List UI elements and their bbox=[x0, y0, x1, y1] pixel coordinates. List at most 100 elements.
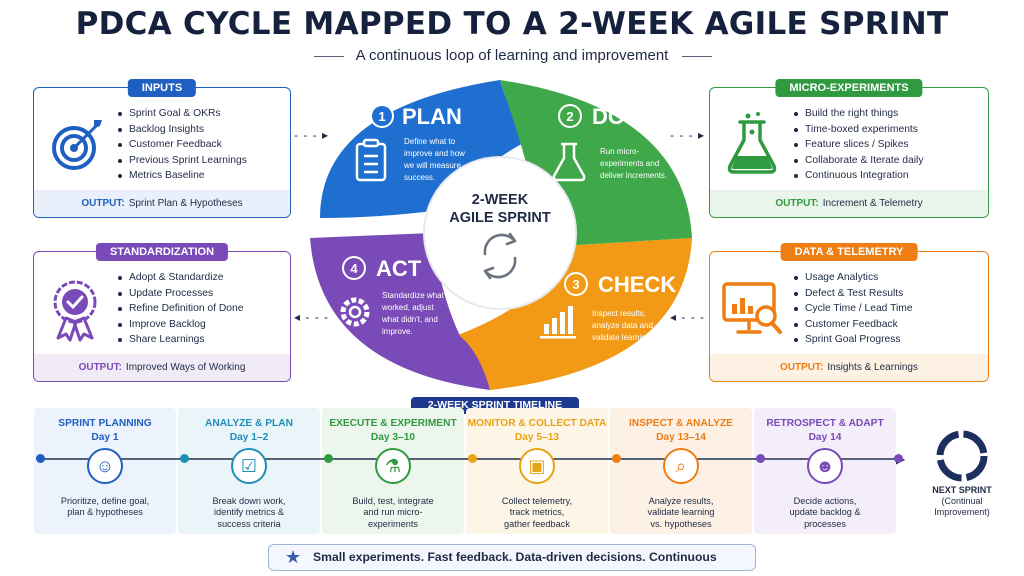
list-item: Previous Sprint Learnings bbox=[118, 153, 247, 169]
do-segment bbox=[500, 80, 692, 246]
plan-segment bbox=[320, 80, 530, 218]
list-item: Refine Definition of Done bbox=[118, 301, 243, 317]
check-desc-line: validate learning. bbox=[592, 333, 652, 342]
list-item: Customer Feedback bbox=[118, 137, 247, 153]
standardization-output: OUTPUT:Improved Ways of Working bbox=[34, 354, 290, 381]
list-item: Usage Analytics bbox=[794, 270, 913, 286]
arrow-do-to-micro: - - - ▸ bbox=[670, 128, 706, 142]
list-item: Continuous Integration bbox=[794, 168, 923, 184]
do-desc-line: experiments and bbox=[600, 159, 659, 168]
center-line1: 2-WEEK bbox=[472, 192, 529, 208]
stage-description-line: validate learning bbox=[647, 507, 715, 518]
stage-name: RETROSPECT & ADAPT bbox=[766, 418, 884, 429]
data-telemetry-card-header: DATA & TELEMETRY bbox=[780, 243, 918, 261]
stage-name: SPRINT PLANNING bbox=[58, 418, 152, 429]
next-sprint-cycle-icon bbox=[936, 430, 988, 482]
output-value: Increment & Telemetry bbox=[822, 198, 923, 209]
inputs-card: INPUTS Sprint Goal & OKRs Backlog Insigh… bbox=[33, 79, 291, 218]
stage-description-line: track metrics, bbox=[509, 507, 565, 518]
list-item: Defect & Test Results bbox=[794, 286, 913, 302]
data-telemetry-list: Usage Analytics Defect & Test Results Cy… bbox=[794, 270, 913, 348]
act-desc-line: worked, adjust bbox=[381, 303, 434, 312]
inputs-output: OUTPUT:Sprint Plan & Hypotheses bbox=[34, 190, 290, 217]
list-item: Update Processes bbox=[118, 286, 243, 302]
stage-name: INSPECT & ANALYZE bbox=[629, 418, 733, 429]
act-desc-line: improve. bbox=[382, 327, 413, 336]
output-value: Improved Ways of Working bbox=[125, 362, 246, 373]
center-line2: AGILE SPRINT bbox=[449, 210, 551, 226]
stage-description-line: Decide actions, bbox=[793, 496, 857, 506]
arrow-data-to-check: ◂ - - - bbox=[670, 310, 706, 324]
timeline-dot bbox=[324, 454, 333, 463]
monitor-chart-icon bbox=[722, 282, 782, 334]
list-item: Build the right things bbox=[794, 106, 923, 122]
monitor-chart-icon: ▣ bbox=[519, 448, 555, 484]
timeline-dot bbox=[180, 454, 189, 463]
timeline-dot bbox=[894, 454, 903, 463]
stage-description: Collect telemetry,track metrics,gather f… bbox=[470, 496, 604, 530]
stage-description-line: vs. hypotheses bbox=[650, 518, 712, 529]
stage-description-line: experiments bbox=[367, 518, 419, 529]
arrow-act-to-standardization: ◂ - - - bbox=[294, 310, 330, 324]
list-item: Improve Backlog bbox=[118, 317, 243, 333]
plan-title: PLAN bbox=[402, 104, 462, 129]
stage-name: EXECUTE & EXPERIMENT bbox=[329, 418, 457, 429]
list-item: Customer Feedback bbox=[794, 317, 913, 333]
star-icon: ★ bbox=[285, 547, 302, 567]
stage-name: ANALYZE & PLAN bbox=[205, 418, 293, 429]
stage-description-line: Break down work, bbox=[212, 496, 286, 506]
stage-description-line: Prioritize, define goal, bbox=[60, 496, 150, 506]
next-sprint-sub2: Improvement) bbox=[934, 507, 990, 517]
micro-experiments-card-header: MICRO-EXPERIMENTS bbox=[775, 79, 923, 97]
page-title: PDCA CYCLE MAPPED TO A 2-WEEK AGILE SPRI… bbox=[75, 6, 949, 42]
flask-icon bbox=[727, 112, 777, 174]
stage-description-line: Collect telemetry, bbox=[501, 496, 573, 506]
stage-description: Decide actions,update backlog &processes bbox=[758, 496, 892, 530]
do-number: 2 bbox=[566, 109, 573, 124]
pdca-cycle: 2-WEEK AGILE SPRINT 1 PLAN Define what t… bbox=[310, 80, 692, 390]
stage-day: Day 13–14 bbox=[656, 432, 706, 443]
timeline-dot bbox=[756, 454, 765, 463]
timeline-dot bbox=[468, 454, 477, 463]
check-title: CHECK bbox=[598, 272, 676, 297]
stage-description-line: Analyze results, bbox=[648, 496, 714, 506]
plan-desc-line: we will measure bbox=[403, 161, 461, 170]
stage-description: Break down work,identify metrics &succes… bbox=[182, 496, 316, 530]
stage-description-line: processes bbox=[804, 518, 846, 529]
checklist-icon: ☑ bbox=[231, 448, 267, 484]
list-item: Feature slices / Spikes bbox=[794, 137, 923, 153]
subtitle-rule-right bbox=[682, 56, 712, 57]
bar-chart-icon bbox=[540, 306, 576, 339]
retro-team-icon: ☻ bbox=[807, 448, 843, 484]
plan-desc-line: Define what to bbox=[404, 137, 456, 146]
footer-tagline: ★ Small experiments. Fast feedback. Data… bbox=[268, 544, 756, 576]
data-telemetry-card: DATA & TELEMETRY Usage Analytics Defect … bbox=[709, 243, 989, 382]
plan-desc-line: success. bbox=[404, 173, 435, 182]
next-sprint-label: NEXT SPRINT (Continual Improvement) bbox=[920, 485, 1004, 518]
badge-ribbon-icon bbox=[53, 280, 97, 342]
inputs-card-header: INPUTS bbox=[127, 79, 197, 97]
footer-text: Small experiments. Fast feedback. Data-d… bbox=[313, 550, 717, 576]
micro-experiments-card: MICRO-EXPERIMENTS Build the right things… bbox=[709, 79, 989, 218]
gear-icon bbox=[340, 297, 370, 327]
next-sprint-sub1: (Continual bbox=[941, 496, 983, 506]
stage-description: Prioritize, define goal,plan & hypothese… bbox=[38, 496, 172, 519]
page-subtitle: A continuous loop of learning and improv… bbox=[355, 47, 669, 64]
stage-day: Day 1 bbox=[91, 432, 119, 443]
timeline-dot bbox=[36, 454, 45, 463]
list-item: Collaborate & Iterate daily bbox=[794, 153, 923, 169]
list-item: Metrics Baseline bbox=[118, 168, 247, 184]
list-item: Backlog Insights bbox=[118, 122, 247, 138]
list-item: Sprint Goal Progress bbox=[794, 332, 913, 348]
list-item: Cycle Time / Lead Time bbox=[794, 301, 913, 317]
stage-description-line: gather feedback bbox=[504, 518, 570, 529]
check-number: 3 bbox=[572, 277, 579, 292]
act-desc-line: Standardize what bbox=[382, 291, 445, 300]
data-telemetry-output: OUTPUT:Insights & Learnings bbox=[710, 354, 988, 381]
act-desc-line: what didn't, and bbox=[381, 315, 438, 324]
